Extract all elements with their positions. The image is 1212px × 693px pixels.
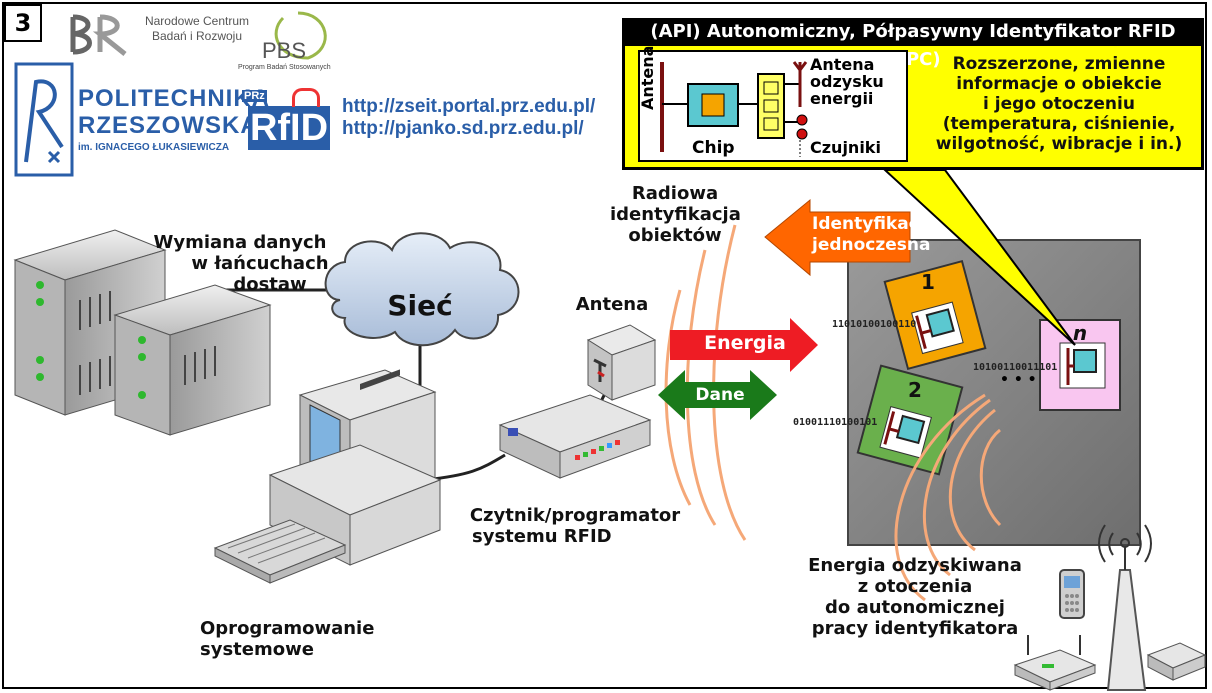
identyfikacja-arrow (764, 198, 911, 277)
energia-label: Energia (704, 332, 786, 354)
rfid-reader-icon (498, 394, 652, 479)
radio-tower-icon (1098, 524, 1152, 691)
harvest-waves (894, 393, 1002, 602)
wifi-router-icon (1013, 635, 1097, 691)
prz-name-line1: POLITECHNIKA (78, 85, 270, 112)
tag-1 (883, 259, 987, 371)
tag-1-bits: 11010100100110 (832, 319, 917, 330)
pbs-logo-text: PBS (262, 38, 307, 63)
callout-pointer (882, 169, 1076, 346)
tag-2 (856, 364, 964, 476)
servers-icon (13, 229, 272, 436)
antena-label: Antena (575, 294, 649, 315)
prz-name-line2: RZESZOWSKA (78, 112, 259, 139)
api-antena-label: Antena (638, 45, 657, 110)
energia-arrow (670, 318, 818, 372)
tag-2-bits: 01001110100101 (793, 417, 878, 428)
access-point-icon (1146, 642, 1207, 681)
network-cloud-icon (324, 232, 520, 347)
pbs-logo-icon (274, 11, 327, 60)
dane-arrow (658, 370, 777, 420)
api-sensors-label: Czujniki (810, 138, 881, 157)
tag-n (1039, 319, 1121, 411)
slide-number-badge: 3 (4, 4, 42, 42)
computer-icon (268, 369, 442, 566)
dane-label: Dane (695, 385, 745, 405)
more-tags-ellipsis: • • • (1000, 372, 1037, 388)
url-zseit[interactable]: http://zseit.portal.prz.edu.pl/ (342, 96, 596, 117)
tag-2-number: 2 (908, 378, 922, 402)
prz-emblem-icon (14, 62, 74, 177)
pbs-subtitle: Program Badań Stosowanych (238, 64, 331, 71)
tag-1-number: 1 (921, 270, 935, 294)
mobile-phone-icon (1059, 569, 1085, 619)
tag-schematic-icon (660, 61, 808, 157)
ncbr-logo-icon (70, 14, 127, 56)
tag-n-number: n (1072, 321, 1088, 345)
tag-n-bits: 10100110011101 (973, 362, 1058, 373)
api-title: (API) Autonomiczny, Półpasywny Identyfik… (622, 18, 1204, 70)
url-pjanko[interactable]: http://pjanko.sd.prz.edu.pl/ (342, 118, 584, 139)
prz-name-line3: im. IGNACEGO ŁUKASIEWICZA (78, 142, 230, 153)
api-chip-label: Chip (692, 138, 735, 158)
rfid-logo-icon: PRz RfID (242, 88, 330, 150)
reader-antenna-icon (586, 324, 657, 401)
keyboard-icon (213, 519, 347, 584)
siec-label: Sieć (387, 289, 453, 322)
